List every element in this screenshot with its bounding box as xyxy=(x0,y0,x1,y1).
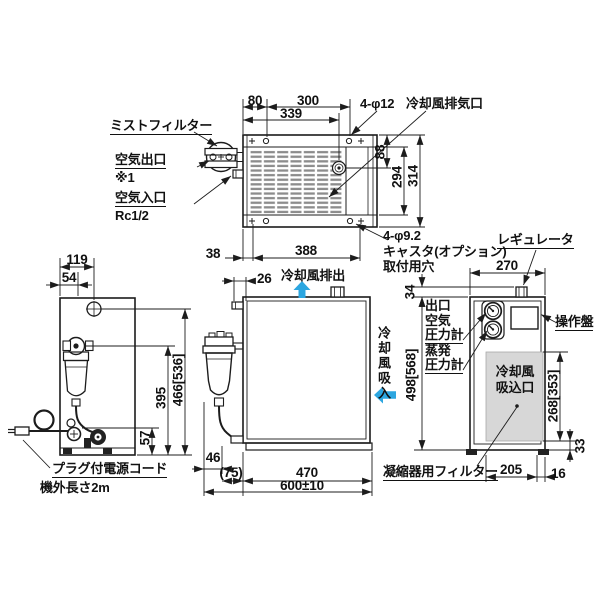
dim-339: 339 xyxy=(280,106,302,121)
exhaust-duct-stub xyxy=(330,286,345,298)
air-outlet-label: 空気出口 xyxy=(115,152,167,169)
air-inlet-label: 空気入口 xyxy=(115,190,167,207)
dim-57: 57 xyxy=(137,430,153,446)
dim-498: 498[568] xyxy=(403,348,419,402)
dim-270: 270 xyxy=(496,258,518,273)
control-panel-label: 操作盤 xyxy=(555,314,594,331)
operation-panel xyxy=(510,306,539,330)
dim-34: 34 xyxy=(402,284,418,300)
dim-46: 46 xyxy=(205,450,221,465)
dim-54: 54 xyxy=(61,270,77,285)
front-view-dimensions xyxy=(192,277,373,496)
dim-33: 33 xyxy=(572,438,588,454)
top-view-drawing xyxy=(193,99,427,262)
intake-grille-area xyxy=(485,351,544,442)
mist-filter-topview xyxy=(204,141,244,173)
dim-600: 600±10 xyxy=(280,478,324,493)
dim-466: 466[536] xyxy=(170,353,186,407)
dim-205: 205 xyxy=(500,462,522,477)
dim-294: 294 xyxy=(389,166,405,188)
dim-470: 470 xyxy=(296,465,318,480)
dim-388: 388 xyxy=(295,243,317,258)
dim-38: 38 xyxy=(205,246,221,261)
evap-gauge-label2: 圧力計 xyxy=(425,357,464,374)
power-cord xyxy=(8,409,91,448)
dim-395: 395 xyxy=(153,387,169,409)
intake-port-label: 冷却風 吸込口 xyxy=(495,364,535,395)
evaporation-pressure-gauge xyxy=(483,320,503,339)
dim-26: 26 xyxy=(257,271,272,286)
grille-knob xyxy=(331,160,347,176)
intake-flow-label: 冷却風吸入 xyxy=(376,326,391,401)
caster-holes-label: 4-φ9.2 xyxy=(383,228,421,243)
air-inlet-thread: Rc1/2 xyxy=(115,208,149,223)
exhaust-flow-label: 冷却風排出 xyxy=(281,268,346,283)
air-outlet-pipe xyxy=(231,301,244,310)
evap-gauge-label: 蒸発 xyxy=(425,343,451,358)
mounting-holes-label: 4-φ12 xyxy=(360,96,395,111)
dim-119: 119 xyxy=(66,252,88,267)
regulator-label: レギュレータ xyxy=(497,232,574,249)
air-inlet-stub xyxy=(232,169,244,179)
exhaust-port-label: 冷却風排気口 xyxy=(406,96,483,111)
flange-screws xyxy=(249,137,364,225)
outlet-gauge-label2: 圧力計 xyxy=(425,327,464,344)
regulator-stub xyxy=(515,286,528,298)
mist-filter-sideview xyxy=(62,336,97,434)
dim-268: 268[353] xyxy=(545,369,561,423)
dim-75: (75) xyxy=(219,465,243,480)
condenser-filter-label: 凝縮器用フィルター xyxy=(383,464,498,481)
power-cord-label: プラグ付電源コード xyxy=(52,461,168,478)
exhaust-flow-arrow-icon xyxy=(293,281,311,298)
top-view-dimensions xyxy=(225,99,425,262)
mist-filter-label: ミストフィルター xyxy=(110,118,213,135)
outlet-air-pressure-gauge xyxy=(483,301,503,321)
caster-wheel xyxy=(90,429,106,445)
front-view-drawing xyxy=(192,277,396,496)
condenser-filter-pointer-dot xyxy=(515,404,519,408)
outlet-gauge-label: 出口 空気 xyxy=(425,298,451,328)
caster-holes-note: キャスタ(オプション) 取付用穴 xyxy=(383,244,507,274)
mist-filter-frontview xyxy=(202,331,244,444)
right-view-drawing xyxy=(414,249,575,482)
intake-flow-arrow-icon xyxy=(374,386,396,404)
power-cord-note: 機外長さ2m xyxy=(40,480,110,495)
dim-300: 300 xyxy=(297,93,319,108)
dim-80: 80 xyxy=(247,93,263,108)
dim-314: 314 xyxy=(405,165,421,187)
left-view-dimensions xyxy=(22,258,192,469)
exhaust-grille xyxy=(250,150,343,214)
right-view-dimensions xyxy=(414,268,575,482)
air-outlet-note: ※1 xyxy=(115,170,135,185)
dim-88: 88 xyxy=(372,144,388,160)
left-view-drawing xyxy=(8,258,192,469)
dim-16: 16 xyxy=(551,466,566,481)
right-view-leaders xyxy=(462,249,556,467)
top-port-hole xyxy=(86,301,102,317)
